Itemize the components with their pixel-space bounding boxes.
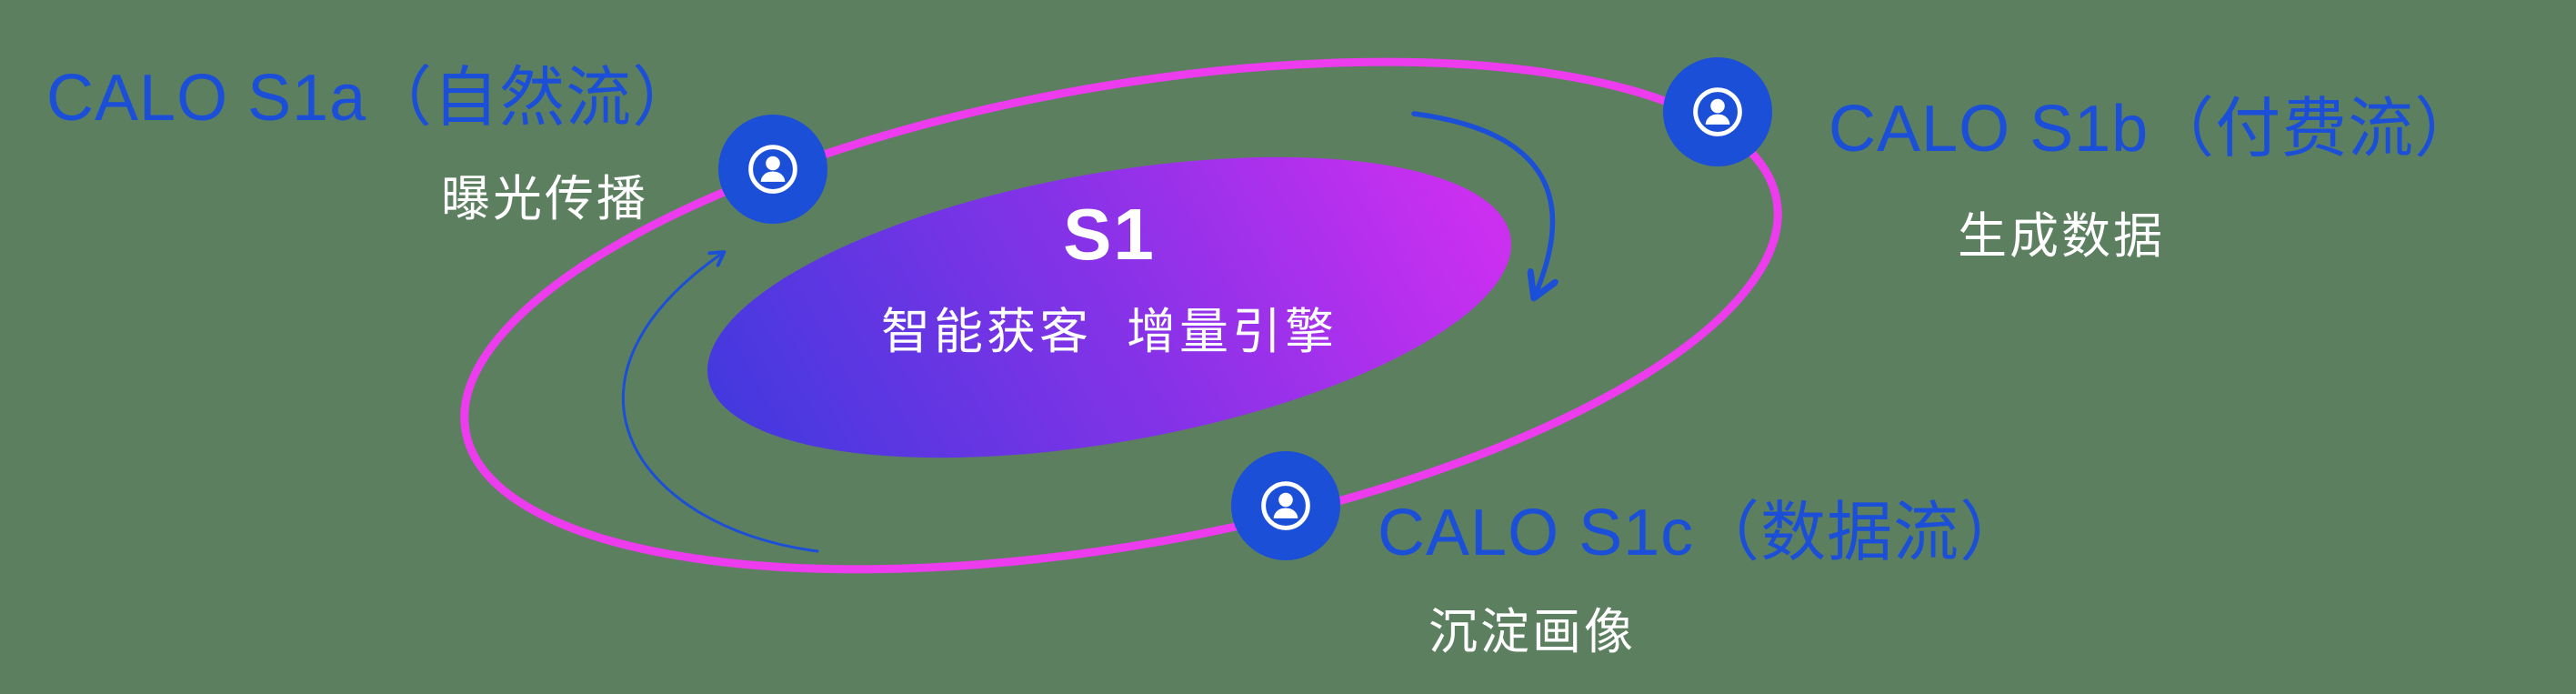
label-s1a: CALO S1a（自然流） — [46, 62, 699, 135]
sublabel-s1a: 曝光传播 — [441, 172, 648, 226]
node-s1b — [1663, 57, 1772, 166]
label-s1c: CALO S1c（数据流） — [1378, 497, 2027, 569]
flow-arrow-right — [1411, 111, 1552, 296]
node-s1a — [718, 115, 827, 224]
core-ellipse — [707, 156, 1511, 458]
orbit-ellipse — [460, 57, 1782, 574]
sublabel-s1c: 沉淀画像 — [1428, 605, 1636, 659]
label-s1b: CALO S1b（付费流） — [1829, 93, 2481, 166]
user-in-circle-icon — [748, 145, 797, 194]
sublabel-s1b: 生成数据 — [1958, 209, 2165, 264]
user-in-circle-icon — [1261, 481, 1310, 530]
node-s1c — [1231, 451, 1340, 560]
flow-arrow-left — [621, 253, 819, 553]
user-in-circle-icon — [1693, 87, 1742, 136]
